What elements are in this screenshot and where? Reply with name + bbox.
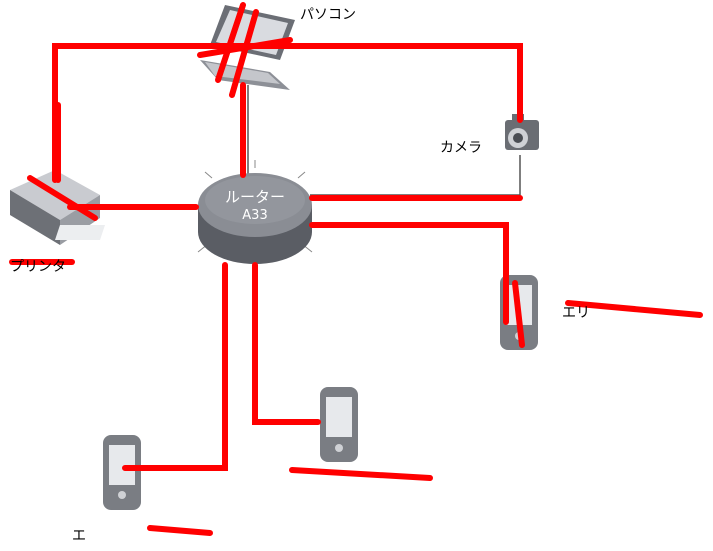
mobile-device-left-icon — [103, 435, 141, 510]
mobile-device-mid-icon — [320, 387, 358, 462]
printer-label: プリンタ — [10, 259, 66, 275]
mobile-right-label: エリ — [562, 305, 590, 321]
router-model: A33 — [242, 208, 268, 223]
red-annotations — [9, 2, 703, 536]
camera-label: カメラ — [440, 140, 482, 156]
router-icon — [197, 160, 313, 264]
pc-label: パソコン — [300, 7, 356, 23]
mobile-left-label: エ — [72, 528, 86, 544]
connection-lines — [247, 44, 521, 196]
router-name: ルーター — [224, 188, 285, 206]
